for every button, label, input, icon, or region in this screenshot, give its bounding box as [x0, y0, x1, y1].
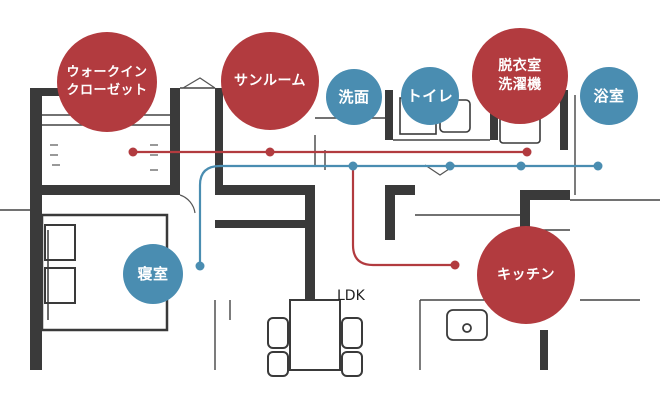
ldk-label: LDK — [337, 288, 365, 304]
bubble-kitchen: キッチン — [477, 226, 575, 324]
red-route — [128, 147, 532, 270]
dining-table — [267, 299, 363, 377]
bubble-walkin-closet: ウォークイン クローゼット — [57, 32, 157, 132]
bubble-sunroom: サンルーム — [221, 32, 319, 130]
bubble-senmen: 洗面 — [326, 69, 382, 125]
sink — [446, 309, 488, 341]
bubble-shinshitsu: 寝室 — [123, 244, 183, 304]
closet-hangers — [50, 144, 158, 171]
bubble-datsui-sentakuki: 脱衣室 洗濯機 — [472, 28, 568, 124]
blue-route — [195, 161, 603, 271]
walls — [30, 88, 570, 370]
bubble-yokushitsu: 浴室 — [580, 67, 638, 125]
bubble-toilet: トイレ — [401, 67, 459, 125]
